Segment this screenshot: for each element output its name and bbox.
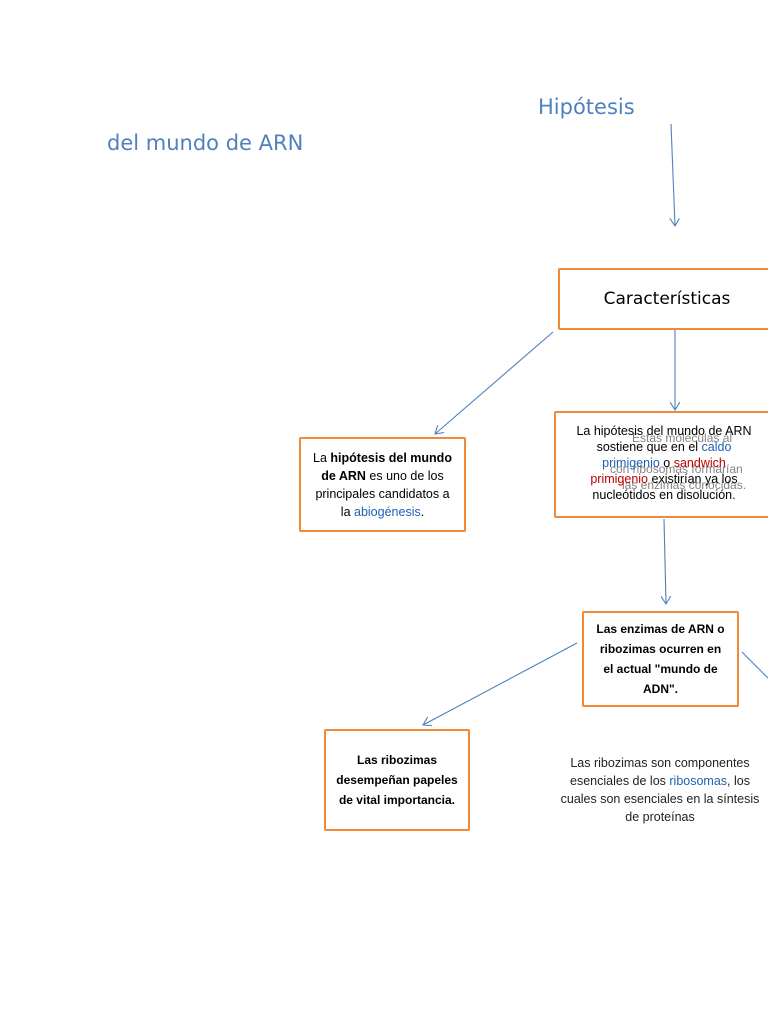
primigenio-link[interactable]: primigenio bbox=[602, 456, 660, 470]
hipotesis-text-part3: . bbox=[420, 504, 425, 519]
enzimas-box: Las enzimas de ARN o ribozimas ocurren e… bbox=[582, 611, 739, 707]
arrow-enzimas-to-right bbox=[741, 651, 768, 679]
ribosomas-text-part1: Las ribozimas son componentes esenciales… bbox=[570, 756, 750, 788]
sostiene-line2: sostiene que en el bbox=[596, 440, 702, 454]
sostiene-line1: La hipótesis del mundo de ARN bbox=[576, 424, 752, 438]
hipotesis-text-bold: hipótesis del mundo de ARN bbox=[321, 450, 452, 483]
primigenio-red-link[interactable]: primigenio bbox=[590, 472, 649, 486]
ribosomas-link[interactable]: ribosomas bbox=[669, 774, 728, 788]
sostiene-line5: nucleótidos en disolución. bbox=[592, 488, 736, 502]
ribosomas-text: Las ribozimas son componentes esenciales… bbox=[560, 754, 760, 826]
arrow-title-to-caracteristicas bbox=[671, 123, 675, 226]
ribozimas-label: Las ribozimas desempeñan papeles de vita… bbox=[336, 753, 458, 807]
ghost-text-1: Estas moléculas al bbox=[632, 431, 733, 445]
arrow-enzimas-to-ribozimas bbox=[423, 642, 578, 725]
sostiene-line4: existirían ya los bbox=[648, 472, 738, 486]
ghost-text-3: las enzimas conocidas. bbox=[622, 478, 747, 492]
hipotesis-text-part2: es uno de los principales candidatos a l… bbox=[315, 468, 450, 519]
hipotesis-text: La hipótesis del mundo de ARN es uno de … bbox=[309, 449, 456, 521]
ghost-text-2: con ribosomas formarían bbox=[610, 462, 743, 476]
title-mundo-arn: del mundo de ARN bbox=[107, 131, 304, 155]
abiogenesis-link[interactable]: abiogénesis bbox=[354, 504, 421, 519]
enzimas-label: Las enzimas de ARN o ribozimas ocurren e… bbox=[596, 622, 725, 696]
caracteristicas-box: Características bbox=[558, 268, 768, 330]
caracteristicas-label: Características bbox=[603, 289, 731, 309]
caldo-link[interactable]: caldo bbox=[701, 440, 732, 454]
ribosomas-text-part2: , los cuales son esenciales en la síntes… bbox=[560, 774, 760, 824]
arrow-caracteristicas-to-hipotesis bbox=[435, 331, 554, 434]
sostiene-mid: o bbox=[659, 456, 674, 470]
sostiene-text: La hipótesis del mundo de ARN sostiene q… bbox=[556, 423, 768, 503]
hipotesis-box: La hipótesis del mundo de ARN es uno de … bbox=[299, 437, 466, 532]
title-hipotesis: Hipótesis bbox=[538, 95, 635, 119]
sandwich-link[interactable]: sandwich bbox=[673, 456, 726, 470]
ribozimas-box: Las ribozimas desempeñan papeles de vita… bbox=[324, 729, 470, 831]
hipotesis-text-part1: La bbox=[313, 450, 331, 465]
sostiene-box: Estas moléculas al con ribosomas formarí… bbox=[554, 411, 768, 518]
arrow-sostiene-to-enzimas bbox=[664, 518, 666, 604]
